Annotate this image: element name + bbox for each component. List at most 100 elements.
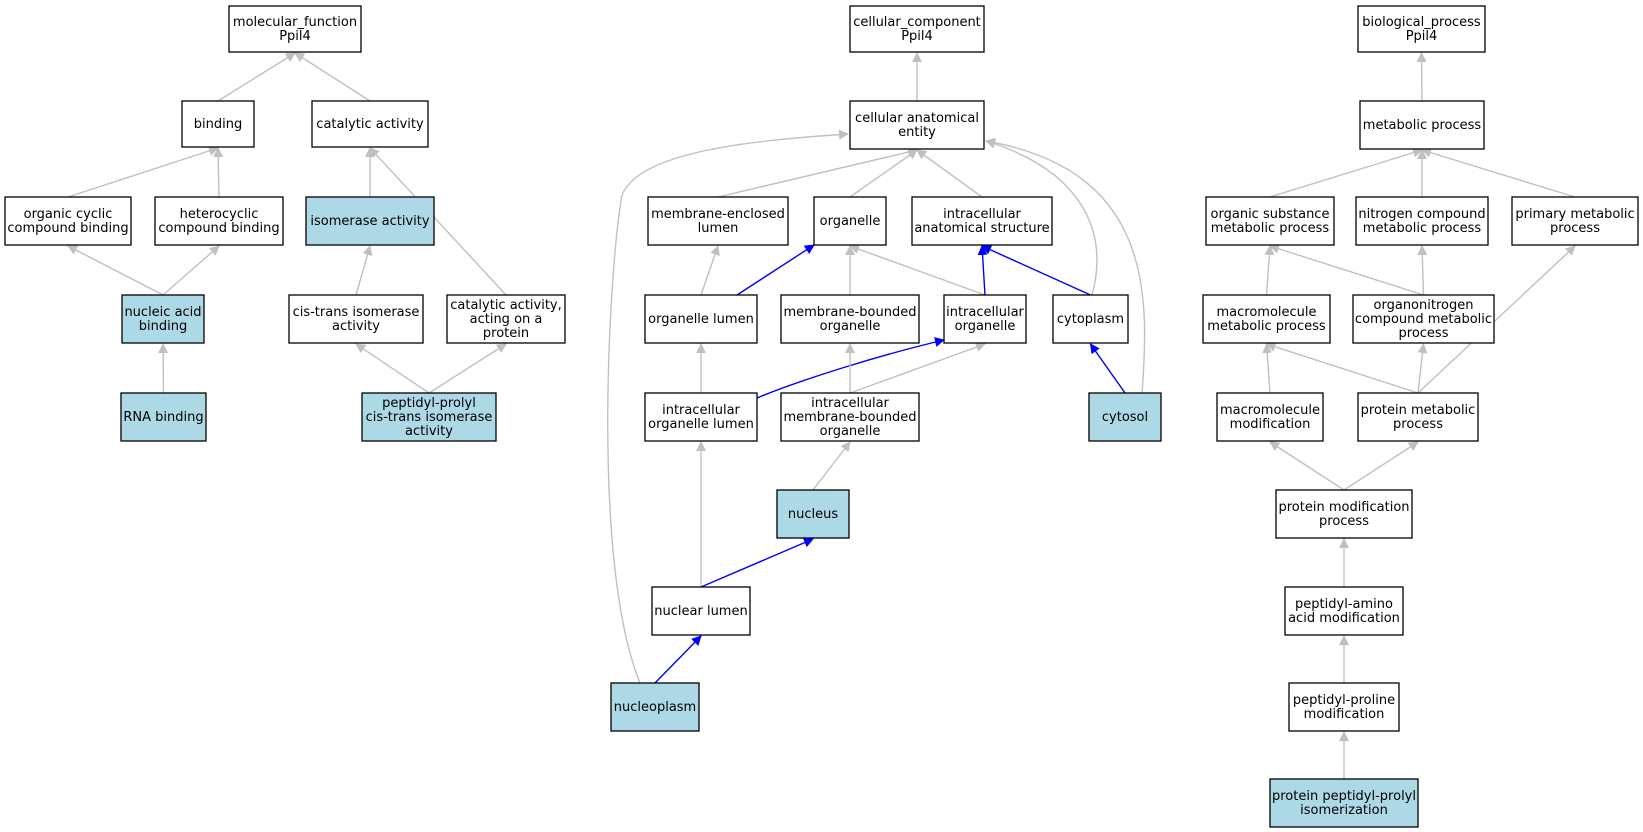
edge-intracellular-organelle-lumen-to-intracellular-organelle	[756, 337, 945, 399]
node-box	[1357, 392, 1479, 442]
node-label: metabolic process	[1207, 319, 1326, 334]
node-label: entity	[898, 125, 936, 140]
node-box	[1511, 196, 1639, 246]
node-box	[1202, 294, 1331, 344]
edge-protein-modification-to-protein-metabolic	[1343, 441, 1419, 491]
edge-protein-metabolic-to-macromolecule-metabolic	[1265, 342, 1419, 394]
node-label: organelle	[820, 319, 881, 334]
edge-organelle-lumen-to-organelle	[736, 244, 815, 296]
node-label: compound binding	[158, 221, 279, 236]
node-label: process	[1319, 514, 1369, 529]
node-label: Ppil4	[1406, 29, 1438, 44]
node-label: compound binding	[7, 221, 128, 236]
edge-primary-metabolic-to-metabolic-process	[1421, 147, 1576, 198]
node-box	[1355, 196, 1489, 246]
node-label: nuclear lumen	[654, 604, 747, 619]
node-metabolic-process[interactable]: metabolic process	[1359, 100, 1485, 150]
node-rna-binding[interactable]: RNA binding	[120, 392, 207, 442]
node-box	[644, 392, 758, 442]
node-label: acid modification	[1288, 611, 1400, 626]
node-box	[1288, 682, 1400, 732]
edge-membrane-enclosed-lumen-to-cellular-anatomical-entity	[717, 147, 918, 198]
node-label: metabolic process	[1211, 221, 1330, 236]
node-label: nucleus	[788, 507, 838, 522]
node-label: metabolic process	[1363, 118, 1482, 133]
node-cytosol[interactable]: cytosol	[1088, 392, 1162, 442]
node-label: catalytic activity	[316, 117, 424, 132]
node-nuclear-lumen[interactable]: nuclear lumen	[651, 586, 751, 636]
edge-organonitrogen-metabolic-to-nitrogen-compound-metabolic	[1417, 245, 1428, 296]
node-box	[1216, 392, 1324, 442]
node-label: modification	[1304, 707, 1385, 722]
node-catalytic-activity[interactable]: catalytic activity	[311, 100, 429, 148]
edge-catalytic-on-protein-to-catalytic-activity	[369, 147, 507, 296]
node-label: protein modification	[1278, 500, 1409, 515]
node-label: acting on a	[470, 312, 543, 327]
node-label: cis-trans isomerase	[366, 410, 493, 425]
edges-layer	[67, 52, 1576, 779]
node-label: peptidyl-proline	[1293, 693, 1395, 708]
node-label: protein peptidyl-prolyl	[1272, 789, 1416, 804]
node-box	[849, 100, 985, 150]
node-label: anatomical structure	[914, 221, 1049, 236]
node-box	[446, 294, 566, 344]
edge-nucleoplasm-to-cellular-anatomical-entity	[607, 129, 849, 684]
node-label: isomerase activity	[310, 214, 429, 229]
node-isomerase-activity[interactable]: isomerase activity	[305, 196, 435, 246]
node-box	[1357, 5, 1486, 53]
node-cytoplasm[interactable]: cytoplasm	[1052, 294, 1129, 344]
node-box	[1052, 294, 1129, 344]
node-binding[interactable]: binding	[181, 100, 255, 148]
node-box	[647, 196, 789, 246]
node-nucleoplasm[interactable]: nucleoplasm	[610, 682, 700, 732]
edge-protein-metabolic-to-primary-metabolic	[1417, 245, 1576, 394]
node-box	[1269, 778, 1419, 828]
node-label: primary metabolic	[1515, 207, 1634, 222]
node-label: modification	[1230, 417, 1311, 432]
edge-macromolecule-metabolic-to-organic-substance-metabolic	[1264, 245, 1275, 296]
edge-cytosol-to-cellular-anatomical-entity	[985, 137, 1146, 394]
node-label: activity	[332, 319, 380, 334]
edge-intracellular-organelle-to-intracellular-anatomical-structure	[977, 245, 988, 296]
node-label: intracellular	[943, 207, 1021, 222]
node-label: process	[1399, 326, 1449, 341]
node-label: compound metabolic	[1355, 312, 1492, 327]
node-box	[813, 196, 887, 246]
node-box	[4, 196, 132, 246]
node-nucleus[interactable]: nucleus	[776, 489, 850, 539]
node-box	[361, 392, 497, 442]
node-organelle[interactable]: organelle	[813, 196, 887, 246]
node-label: membrane-bounded	[783, 410, 916, 425]
node-organelle-lumen[interactable]: organelle lumen	[644, 294, 758, 344]
node-label: cytoplasm	[1057, 312, 1124, 327]
node-label: cytosol	[1102, 410, 1148, 425]
edge-intracellular-organelle-to-organelle	[849, 244, 986, 296]
